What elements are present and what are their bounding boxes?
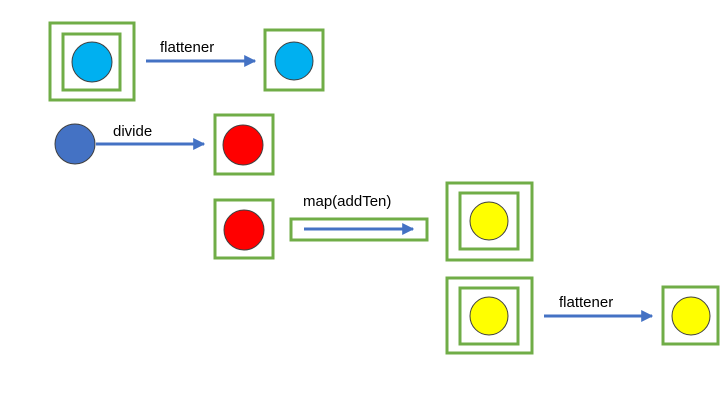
yellow-circle xyxy=(671,296,711,336)
row-1: flattener xyxy=(48,21,325,102)
yellow-circle xyxy=(469,296,509,336)
row-4: flattener xyxy=(445,276,720,355)
arrow-label: flattener xyxy=(160,39,214,56)
result-box xyxy=(263,28,325,92)
dark-blue-circle xyxy=(54,123,96,165)
result-box xyxy=(213,113,275,176)
source-box xyxy=(213,198,275,260)
outer-box xyxy=(445,181,534,262)
yellow-circle xyxy=(469,201,509,241)
row-2: divide xyxy=(54,113,275,176)
arrow-label: divide xyxy=(113,123,152,140)
row-3: map(addTen) xyxy=(213,181,534,262)
light-blue-circle xyxy=(71,41,113,83)
red-circle xyxy=(223,209,265,251)
red-circle xyxy=(222,124,264,166)
inner-box xyxy=(458,286,520,346)
outer-box xyxy=(48,21,136,102)
outer-box xyxy=(445,276,534,355)
wrapped-function-box xyxy=(289,217,429,242)
arrow-label: flattener xyxy=(559,294,613,311)
result-box xyxy=(661,285,720,346)
arrow-label: map(addTen) xyxy=(303,193,391,210)
light-blue-circle xyxy=(274,41,314,81)
inner-box xyxy=(458,191,520,251)
inner-box xyxy=(61,32,122,92)
